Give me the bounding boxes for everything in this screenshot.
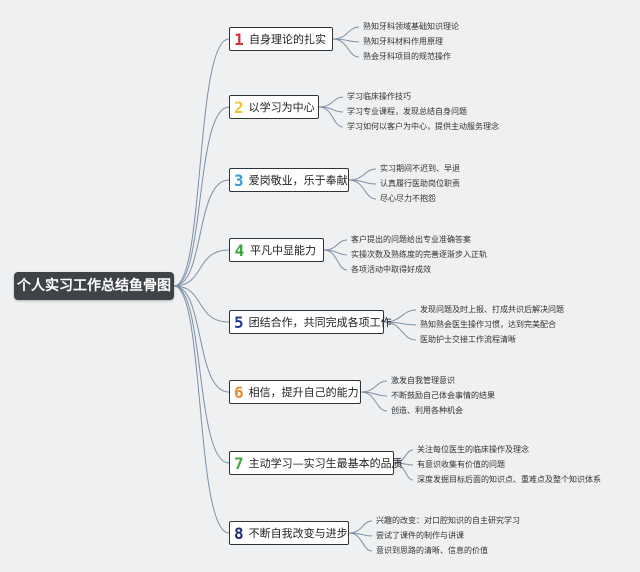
leaf-item[interactable]: 深度发掘目标后面的知识点、重难点及整个知识体系	[417, 475, 601, 484]
branch-number: 4	[234, 240, 245, 260]
leaf-link-3-1	[348, 168, 377, 181]
leaf-item[interactable]: 创造、利用各种机会	[391, 406, 463, 415]
leaf-item[interactable]: 认真履行医助岗位职责	[380, 179, 460, 188]
leaf-item[interactable]: 兴趣的改变：对口腔知识的自主研究学习	[376, 516, 520, 525]
branch-2[interactable]: 2 以学习为中心	[229, 95, 319, 119]
branch-number: 8	[234, 523, 244, 543]
leaf-link-2-3	[318, 106, 344, 128]
leaf-item[interactable]: 激发自我管理意识	[391, 376, 455, 385]
branch-link-8	[173, 285, 230, 534]
branch-label: 主动学习—实习生最基本的品质	[248, 457, 403, 470]
leaf-item[interactable]: 尝试了课件的制作与讲课	[376, 531, 464, 540]
leaf-item[interactable]: 发现问题及时上报、打成共识后解决问题	[420, 305, 564, 314]
branch-label: 不断自我改变与进步	[248, 527, 348, 540]
branch-7[interactable]: 7 主动学习—实习生最基本的品质	[229, 451, 403, 475]
leaf-item[interactable]: 熟知牙科领域基础知识理论	[363, 22, 459, 31]
leaf-link-6-1	[360, 380, 388, 393]
branch-1[interactable]: 1 自身理论的扎实	[229, 27, 333, 51]
branch-label: 相信，提升自己的能力	[248, 386, 359, 399]
leaf-link-1-1	[332, 26, 360, 40]
branch-6[interactable]: 6 相信，提升自己的能力	[229, 380, 361, 404]
branch-label: 团结合作，共同完成各项工作	[248, 316, 392, 329]
branch-3[interactable]: 3 爱岗敬业，乐于奉献	[229, 168, 349, 192]
leaf-item[interactable]: 熟知牙科材料作用原理	[363, 37, 443, 46]
branch-number: 7	[234, 453, 244, 473]
leaf-item[interactable]: 学习如何以客户为中心，提供主动服务理念	[347, 122, 499, 131]
branch-link-1	[173, 38, 230, 287]
branch-label: 以学习为中心	[248, 101, 315, 114]
leaf-item[interactable]: 学习专业课程，发现总结自身问题	[347, 107, 467, 116]
leaf-item[interactable]: 各项活动中取得好成效	[351, 265, 431, 274]
branch-link-7	[173, 285, 230, 464]
branch-4[interactable]: 4 平凡中显能力	[229, 238, 324, 262]
leaf-link-8-1	[348, 520, 373, 534]
root-topic[interactable]: 个人实习工作总结鱼骨图	[14, 272, 174, 300]
leaf-item[interactable]: 熟会牙科项目的规范操作	[363, 52, 451, 61]
leaf-item[interactable]: 医助护士交接工作流程清晰	[420, 335, 516, 344]
leaf-item[interactable]: 学习临床操作技巧	[347, 92, 411, 101]
branch-label: 爱岗敬业，乐于奉献	[248, 174, 348, 187]
leaf-link-8-3	[348, 532, 373, 552]
leaf-link-1-3	[332, 38, 360, 58]
leaf-link-5-3	[383, 321, 417, 341]
leaf-item[interactable]: 尽心尽力不抱怨	[380, 194, 436, 203]
branch-number: 2	[234, 97, 244, 117]
leaf-item[interactable]: 关注每位医生的临床操作及理念	[417, 445, 529, 454]
branch-label: 自身理论的扎实	[249, 33, 326, 46]
branch-8[interactable]: 8 不断自我改变与进步	[229, 521, 349, 545]
branch-number: 6	[234, 382, 244, 402]
leaf-link-4-1	[323, 239, 348, 251]
leaf-item[interactable]: 实操次数及熟练度的完善逐渐步入正轨	[351, 250, 487, 259]
leaf-link-2-1	[318, 96, 344, 108]
leaf-item[interactable]: 有意识收集有价值的问题	[417, 460, 505, 469]
leaf-link-7-3	[393, 462, 414, 481]
branch-number: 5	[234, 312, 244, 332]
branch-link-5	[173, 285, 230, 323]
branch-number: 1	[234, 29, 244, 49]
branch-label: 平凡中显能力	[250, 244, 316, 257]
branch-link-2	[173, 106, 230, 287]
branch-number: 3	[234, 170, 244, 190]
leaf-item[interactable]: 意识到思路的清晰、信息的价值	[376, 546, 488, 555]
branch-link-4	[173, 249, 230, 287]
leaf-item[interactable]: 实习期间不迟到、早退	[380, 164, 460, 173]
branch-link-3	[173, 179, 230, 287]
branch-5[interactable]: 5 团结合作，共同完成各项工作	[229, 310, 392, 334]
leaf-link-3-3	[348, 179, 377, 200]
leaf-item[interactable]: 客户提出的问题给出专业准确答案	[351, 235, 471, 244]
leaf-item[interactable]: 不断鼓励自己体会事情的结果	[391, 391, 495, 400]
leaf-link-6-3	[360, 391, 388, 412]
leaf-item[interactable]: 熟知熟会医生操作习惯，达到完美配合	[420, 320, 556, 329]
branch-link-6	[173, 285, 230, 393]
leaf-link-4-3	[323, 249, 348, 271]
